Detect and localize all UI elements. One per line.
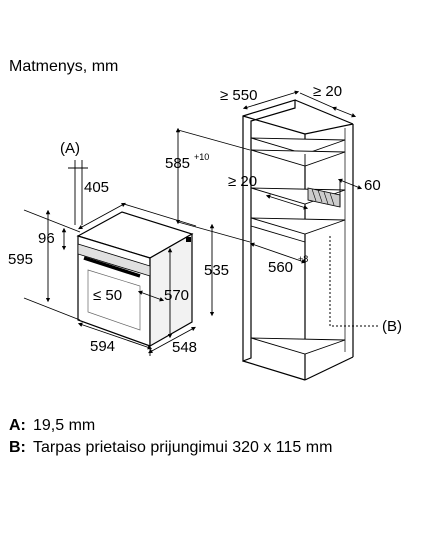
label-60: 60 — [364, 177, 381, 194]
label-50: ≤ 50 — [93, 287, 122, 304]
page-title: Matmenys, mm — [9, 58, 119, 75]
label-585-tolerance: +10 — [194, 152, 209, 162]
label-marker-a: (A) — [60, 140, 80, 157]
label-594: 594 — [90, 338, 115, 355]
cabinet-drawing — [242, 99, 354, 381]
label-20-mid: ≥ 20 — [228, 173, 257, 190]
label-550: ≥ 550 — [220, 87, 257, 104]
label-96: 96 — [38, 230, 55, 247]
label-585: 585 — [165, 155, 190, 172]
legend-item-a: A: 19,5 mm — [9, 416, 95, 435]
label-560: 560 — [268, 259, 293, 276]
label-20-top: ≥ 20 — [313, 83, 342, 100]
oven-drawing — [76, 211, 194, 348]
legend-text-b: Tarpas prietaiso prijungimui 320 x 115 m… — [33, 439, 333, 456]
legend-item-b: B: Tarpas prietaiso prijungimui 320 x 115… — [9, 438, 389, 457]
label-535: 535 — [204, 262, 229, 279]
legend-text-a: 19,5 mm — [33, 417, 96, 434]
connection-gap-leader — [329, 236, 378, 327]
label-595: 595 — [8, 251, 33, 268]
dimension-lines — [23, 90, 363, 356]
label-570: 570 — [164, 287, 189, 304]
label-405: 405 — [84, 179, 109, 196]
label-marker-b: (B) — [382, 318, 402, 335]
label-548: 548 — [172, 339, 197, 356]
label-560-tolerance: +8 — [298, 254, 308, 264]
legend-key-b: B: — [9, 439, 26, 456]
legend-key-a: A: — [9, 417, 26, 434]
